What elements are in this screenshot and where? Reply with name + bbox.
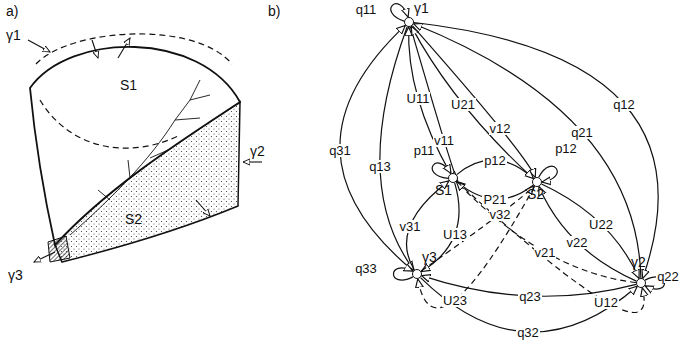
node-label: γ2: [631, 255, 646, 269]
transition-label: q33: [354, 262, 378, 275]
transition-arc: [539, 187, 637, 282]
transition-arc: [414, 23, 658, 279]
transition-label: q31: [328, 144, 352, 157]
part-label: b): [268, 4, 280, 18]
transition-label: q11: [355, 3, 378, 16]
part-label: γ3: [8, 268, 23, 282]
transition-arc: [380, 27, 414, 270]
state-node: S1: [448, 173, 458, 183]
transition-arc: [421, 186, 534, 271]
transition-label: q32: [516, 326, 540, 339]
part-label: S1: [120, 78, 137, 92]
transition-label: U21: [450, 98, 476, 111]
transition-label: v31: [399, 220, 422, 233]
transition-arc: [457, 181, 644, 312]
transition-label: q12: [612, 98, 636, 111]
transition-arc: [542, 184, 640, 278]
transition-label: v11: [433, 134, 455, 147]
transition-label: U22: [588, 218, 614, 231]
transition-label: U12: [593, 296, 619, 309]
transition-arc: [456, 182, 636, 283]
transition-label: v22: [566, 236, 589, 249]
transition-label: q13: [368, 160, 392, 173]
node-label: γ3: [422, 250, 437, 264]
part-label: γ1: [6, 28, 21, 42]
transition-label: q22: [656, 270, 680, 283]
state-node: γ1: [404, 17, 414, 27]
transition-label: p11: [413, 144, 436, 157]
transition-label: P21: [482, 193, 507, 206]
transition-label: q23: [518, 290, 542, 303]
transition-label: U23: [442, 294, 468, 307]
node-label: S1: [435, 183, 452, 197]
transition-arc: [412, 26, 535, 178]
state-node: S2: [532, 177, 542, 187]
transition-label: v12: [489, 122, 512, 135]
transition-arc: [393, 268, 412, 280]
transition-label: v32: [489, 208, 512, 221]
transition-label: U13: [442, 228, 468, 241]
node-label: S2: [527, 187, 544, 201]
state-node: γ3: [412, 269, 422, 279]
transition-arc: [421, 278, 638, 332]
transition-label: p12: [554, 142, 578, 155]
transition-label: U11: [406, 92, 431, 105]
part-label: γ2: [250, 144, 265, 158]
part-label: a): [6, 4, 18, 18]
state-node: γ2: [636, 278, 646, 288]
node-label: γ1: [414, 1, 429, 15]
transition-label: q21: [570, 126, 594, 139]
transition-label: p12: [483, 154, 507, 167]
transition-label: v21: [534, 246, 557, 259]
part-label: S2: [125, 212, 142, 226]
